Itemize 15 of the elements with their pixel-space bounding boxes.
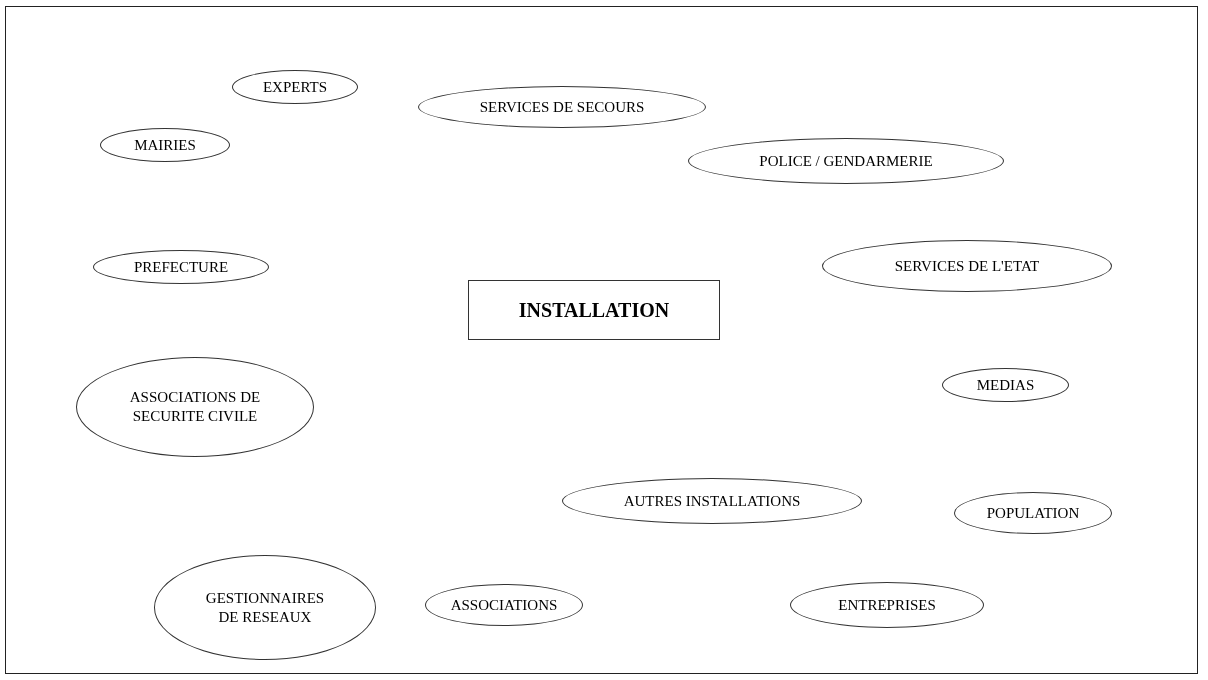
node-label: SERVICES DE SECOURS <box>479 97 645 117</box>
node-label: ASSOCIATIONS DE SECURITE CIVILE <box>128 388 262 426</box>
rectangle-box <box>468 280 720 340</box>
node-label: POLICE / GENDARMERIE <box>759 151 933 171</box>
node-label: INSTALLATION <box>518 298 670 322</box>
node-label: MAIRIES <box>134 135 196 155</box>
node-label: EXPERTS <box>262 77 328 97</box>
node-label: MEDIAS <box>976 375 1035 395</box>
node-label: AUTRES INSTALLATIONS <box>623 491 801 511</box>
node-label: ENTREPRISES <box>838 595 936 615</box>
node-label: PREFECTURE <box>133 257 229 277</box>
node-label: POPULATION <box>986 503 1080 523</box>
node-label: SERVICES DE L'ETAT <box>894 256 1040 276</box>
node-label: ASSOCIATIONS <box>450 595 558 615</box>
node-label: GESTIONNAIRES DE RESEAUX <box>204 588 326 627</box>
